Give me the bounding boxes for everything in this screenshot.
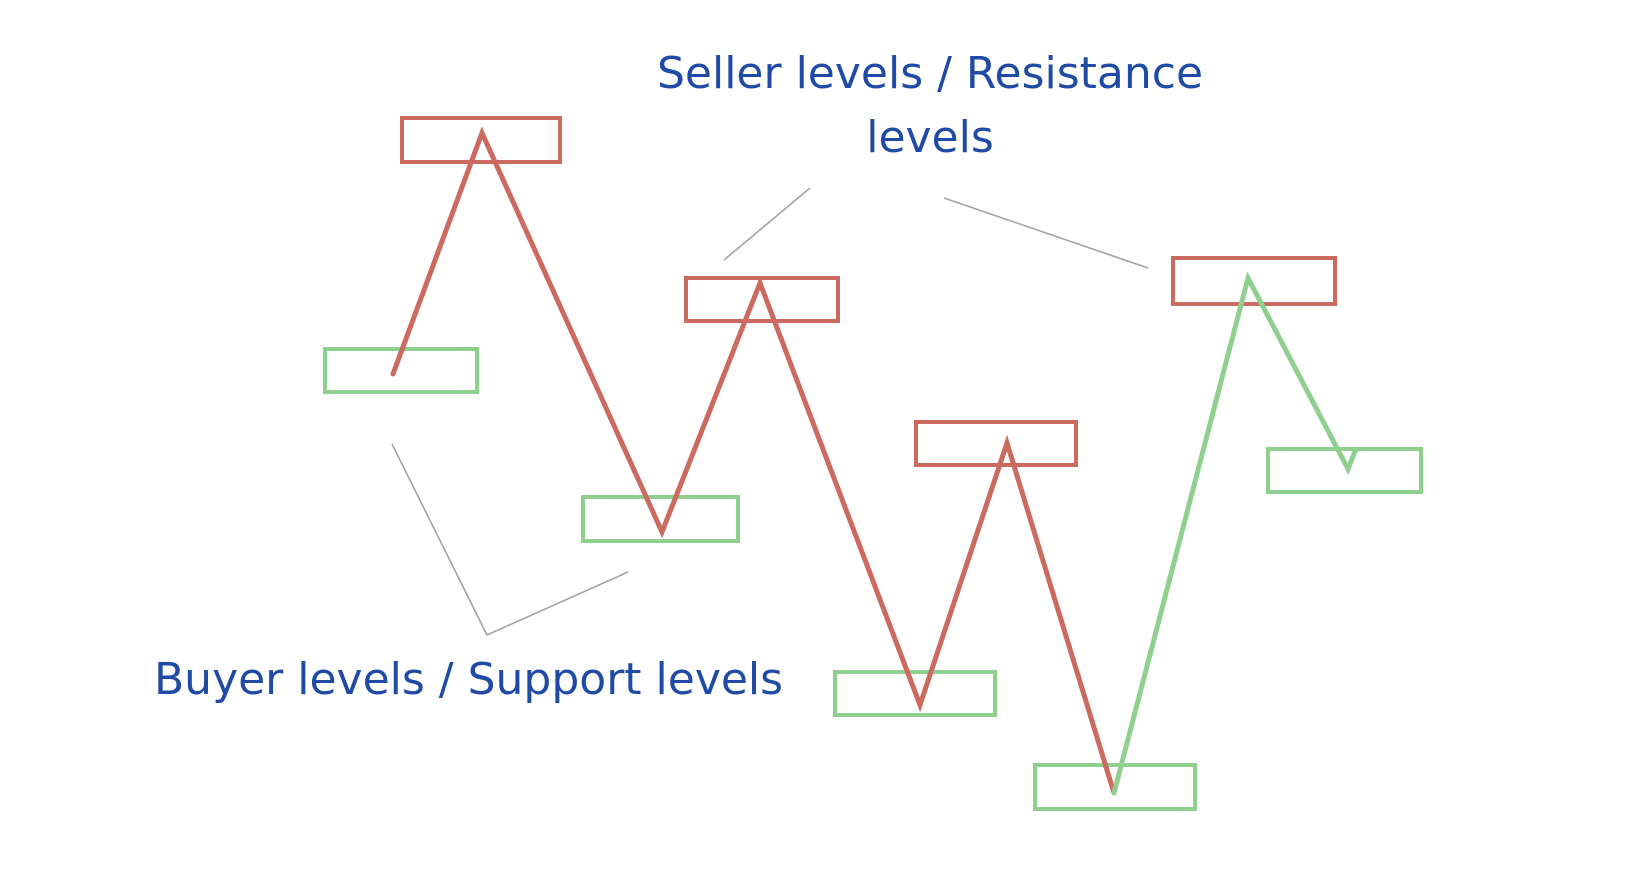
- resistance-connectors: [723, 187, 1149, 269]
- resistance-connector-line: [723, 187, 811, 261]
- support-box: [1033, 763, 1197, 811]
- resistance-box: [1171, 256, 1337, 306]
- resistance-connector-line: [943, 197, 1149, 269]
- support-box: [833, 670, 997, 717]
- price-path-green: [1111, 271, 1359, 796]
- resistance-label-line-2: levels: [866, 112, 994, 163]
- resistance-levels-label: Seller levels / Resistance levels: [620, 42, 1240, 170]
- resistance-box: [914, 420, 1078, 467]
- price-path-red: [390, 126, 1117, 796]
- support-box: [1266, 447, 1423, 494]
- support-connector-line: [391, 443, 629, 637]
- support-box: [581, 495, 740, 543]
- resistance-box: [400, 116, 562, 164]
- resistance-boxes: [400, 116, 1337, 467]
- support-levels-label: Buyer levels / Support levels: [154, 654, 784, 705]
- resistance-label-line-1: Seller levels / Resistance: [656, 48, 1204, 99]
- resistance-box: [684, 276, 840, 323]
